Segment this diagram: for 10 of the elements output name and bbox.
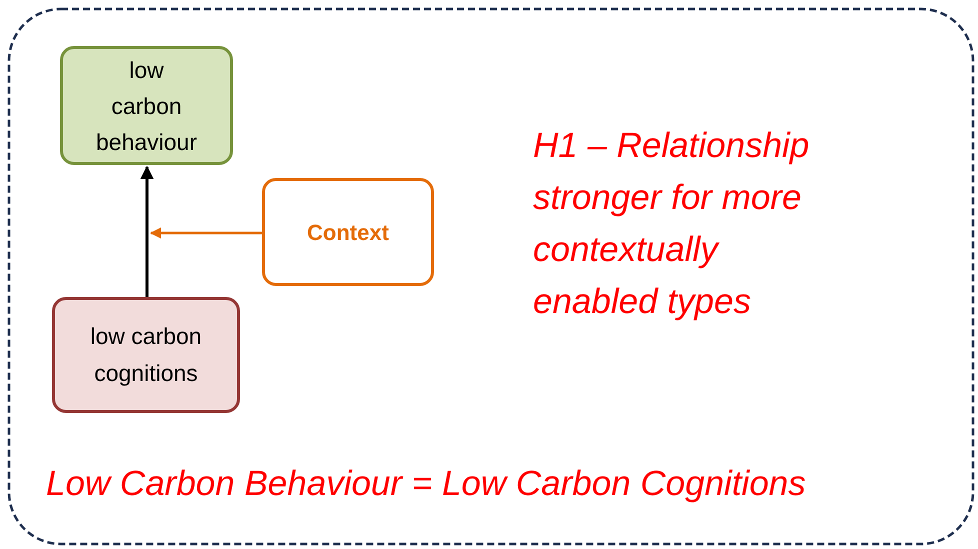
node-label: low carbon cognitions — [89, 322, 203, 388]
hypothesis-text: H1 – Relationship stronger for more contextually enabled types — [533, 125, 810, 323]
arrow — [150, 227, 262, 239]
process-box — [60, 46, 233, 165]
arrow — [140, 166, 154, 297]
node-label: low carbon behaviour — [94, 56, 198, 156]
moderator-box — [262, 178, 434, 286]
process-box — [52, 297, 240, 413]
equation-text: Low Carbon Behaviour = Low Carbon Cognitions — [46, 463, 807, 505]
node-label: Context — [307, 218, 389, 246]
